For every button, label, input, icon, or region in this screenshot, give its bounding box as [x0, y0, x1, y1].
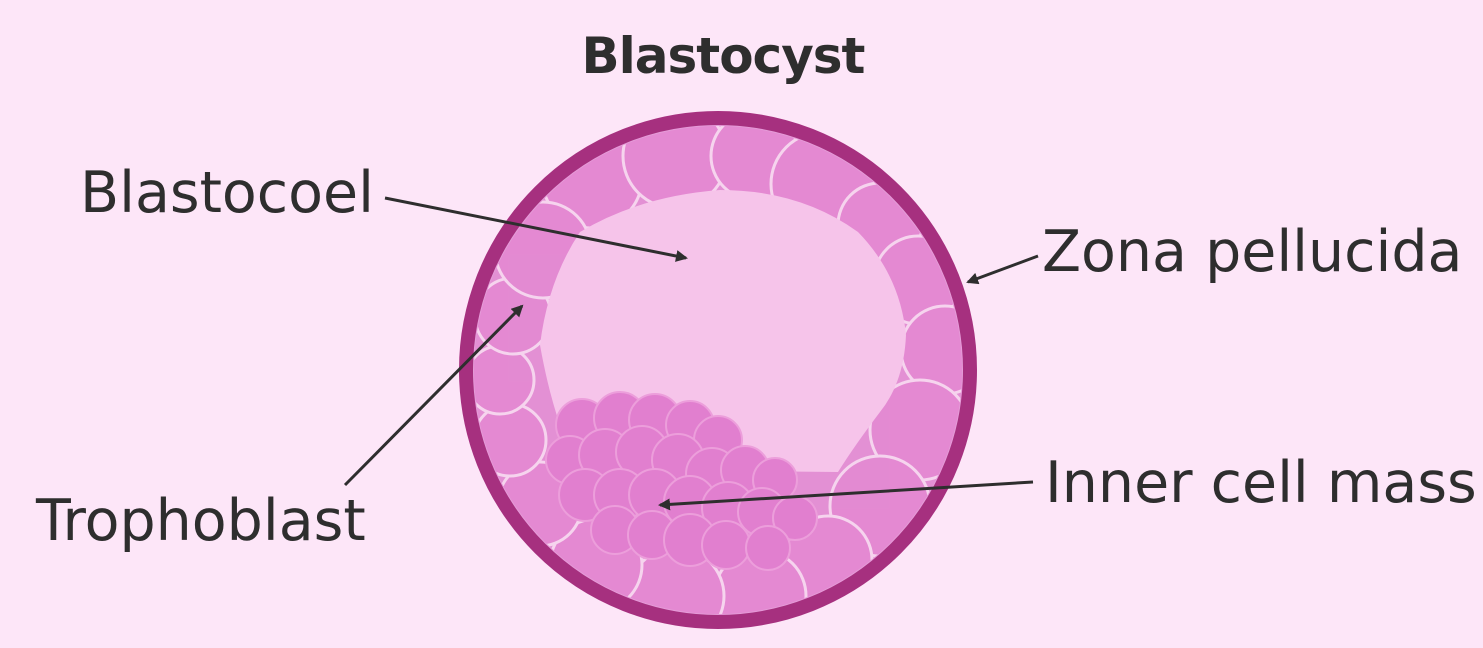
blastocoel-label: Blastocoel [80, 160, 374, 226]
inner-cell-mass-label: Inner cell mass [1045, 450, 1477, 516]
inner-cell-mass-arrow [658, 480, 1034, 511]
trophoblast-label: Trophoblast [36, 488, 366, 554]
inner-cell-mass [545, 391, 818, 571]
zona-pellucida-arrow [966, 254, 1039, 285]
diagram-title: Blastocyst [581, 27, 866, 85]
blastocoel-arrow [384, 196, 688, 262]
zona-pellucida-label: Zona pellucida [1042, 219, 1463, 285]
pointer-arrows [343, 196, 1039, 511]
trophoblast-arrow [343, 304, 524, 487]
